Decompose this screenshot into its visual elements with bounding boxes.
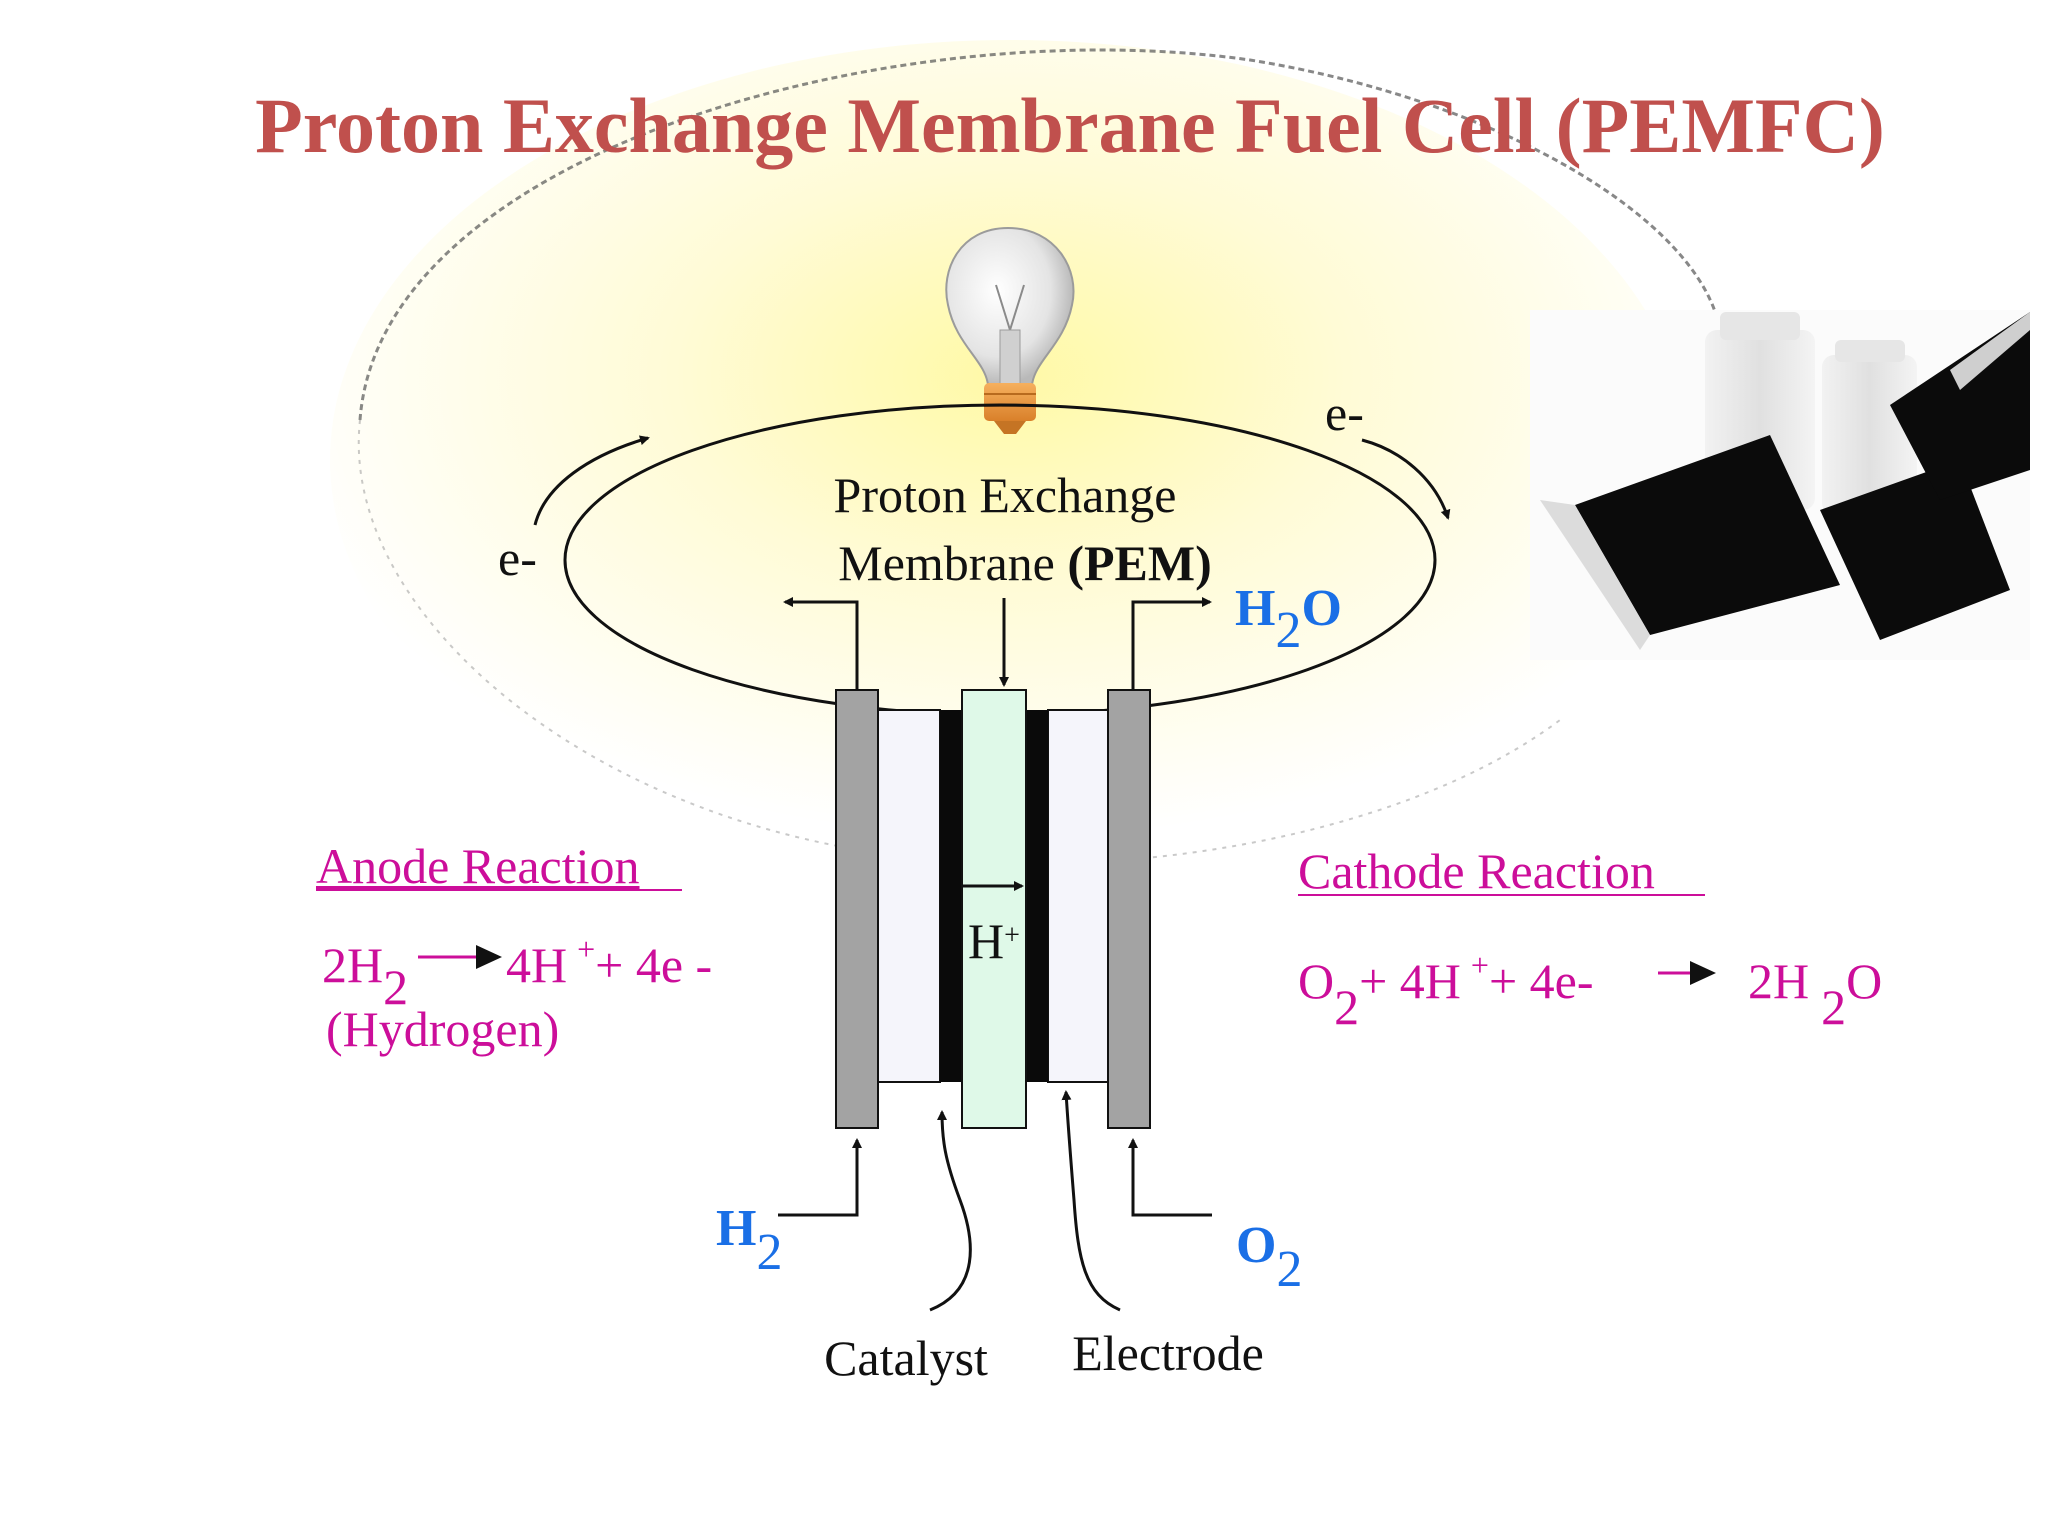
outer-halo-bottom <box>357 419 1561 865</box>
anode-reaction-arrow-head <box>476 945 502 969</box>
oxygen-inlet-arrow <box>1128 1138 1212 1217</box>
anode-reaction-block: Anode Reaction 2H2 4H ++ 4e - (Hydrogen) <box>316 838 712 1057</box>
electron-flow-arrow-left <box>533 435 650 526</box>
cathode-heading: Cathode Reaction <box>1298 843 1655 899</box>
cathode-mid: + 4H <box>1359 953 1461 1009</box>
cathode-product-tail: O <box>1846 953 1882 1009</box>
water-base: H <box>1235 580 1275 637</box>
anode-plate <box>835 689 879 1129</box>
water-out-arrow <box>1131 597 1212 690</box>
cathode-mid-sup: + <box>1471 947 1489 983</box>
cathode-o-sub: 2 <box>1334 979 1359 1035</box>
anode-heading: Anode Reaction <box>316 838 640 894</box>
proton-exchange-membrane <box>961 689 1027 1129</box>
outer-halo-top <box>358 48 1722 421</box>
cathode-gas-channel <box>1047 709 1109 1083</box>
cathode-product: 2H <box>1748 953 1809 1009</box>
proton-label: H+ <box>968 913 1020 969</box>
cathode-mid-tail: + 4e- <box>1489 953 1594 1009</box>
fuel-cell-stack: H+ <box>835 689 1151 1129</box>
membrane-sample-photo <box>1530 310 2030 660</box>
cathode-plate <box>1107 689 1151 1129</box>
anode-lhs-sub: 2 <box>383 959 408 1015</box>
background-glow <box>330 40 1690 880</box>
anode-gas-channel <box>877 709 941 1083</box>
proton-sup: + <box>1004 920 1020 951</box>
electron-label-right: e- <box>1325 385 1364 441</box>
electron-label-left: e- <box>498 530 537 586</box>
electron-flow-arrow-right <box>1361 438 1451 520</box>
membrane-label-bold: (PEM) <box>1067 535 1211 591</box>
electrode-label: Electrode <box>1072 1325 1264 1381</box>
hydrogen-inlet-arrow <box>778 1138 862 1217</box>
catalyst-label: Catalyst <box>824 1330 988 1386</box>
anode-lhs: 2H <box>322 937 383 993</box>
light-bulb-icon <box>945 226 1075 434</box>
cathode-equation-lhs: O2+ 4H ++ 4e- <box>1298 947 1594 1035</box>
catalyst-pointer <box>929 1110 972 1312</box>
water-sub: 2 <box>1275 602 1301 659</box>
membrane-label-plain: Membrane <box>838 535 1067 591</box>
anode-catalyst-layer <box>940 710 962 1082</box>
proton-base: H <box>968 913 1004 969</box>
anode-exhaust-arrow <box>783 597 859 690</box>
membrane-label-line2: Membrane (PEM) <box>838 535 1211 591</box>
anode-rhs: 4H <box>506 937 567 993</box>
cathode-o: O <box>1298 953 1334 1009</box>
water-tail: O <box>1301 580 1341 637</box>
electrode-pointer <box>1061 1090 1121 1312</box>
anode-rhs-sup: + <box>577 931 595 967</box>
oxygen-label: O2 <box>1236 1217 1302 1298</box>
membrane-label-line1: Proton Exchange <box>834 467 1177 523</box>
cathode-catalyst-layer <box>1026 710 1048 1082</box>
anode-note: (Hydrogen) <box>326 1001 559 1057</box>
cathode-product-sub: 2 <box>1821 979 1846 1035</box>
anode-rhs-tail: + 4e - <box>595 937 712 993</box>
oxygen-base: O <box>1236 1217 1276 1274</box>
hydrogen-label: H2 <box>716 1200 782 1281</box>
hydrogen-sub: 2 <box>756 1224 782 1281</box>
page-title: Proton Exchange Membrane Fuel Cell (PEMF… <box>255 82 1885 169</box>
anode-equation-lhs: 2H2 <box>322 937 408 1015</box>
hydrogen-base: H <box>716 1200 756 1257</box>
anode-equation-rhs: 4H ++ 4e - <box>506 931 712 993</box>
water-label: H2O <box>1235 580 1342 659</box>
cathode-reaction-arrow-head <box>1690 961 1716 985</box>
oxygen-sub: 2 <box>1276 1241 1302 1298</box>
